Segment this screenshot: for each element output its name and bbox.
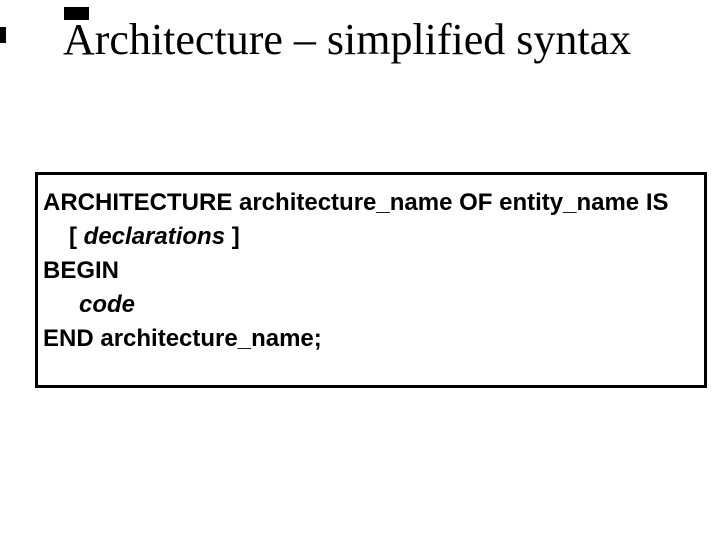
code-line: BEGIN	[43, 254, 696, 288]
code-keyword-text: BEGIN	[43, 257, 120, 284]
code-keyword-text: END architecture_name;	[43, 325, 322, 352]
code-placeholder-text: declarations	[83, 223, 226, 250]
code-keyword-text: ]	[225, 223, 240, 250]
code-keyword-text: ARCHITECTURE architecture_name OF entity…	[43, 189, 669, 216]
syntax-code-box: ARCHITECTURE architecture_name OF entity…	[35, 172, 707, 388]
truncated-bullet-bar	[0, 27, 6, 43]
code-line: code	[79, 288, 696, 322]
code-line: END architecture_name;	[43, 322, 696, 356]
code-placeholder-text: code	[79, 291, 136, 318]
code-keyword-text: [	[69, 223, 84, 250]
page-title: Architecture – simplified syntax	[63, 15, 632, 64]
code-line: ARCHITECTURE architecture_name OF entity…	[43, 186, 696, 220]
truncated-bullet-square	[64, 7, 89, 20]
code-line: [ declarations ]	[69, 220, 696, 254]
